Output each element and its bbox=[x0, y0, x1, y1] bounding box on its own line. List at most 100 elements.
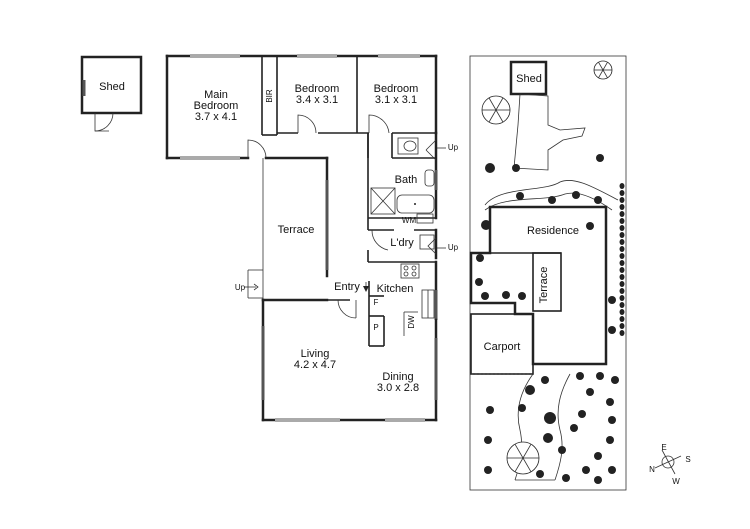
fence-shrub bbox=[619, 211, 625, 217]
garden-tree bbox=[608, 416, 616, 424]
carport-label: Carport bbox=[484, 341, 521, 353]
dining-label: Dining bbox=[382, 371, 413, 383]
fence-shrub bbox=[619, 183, 625, 189]
fence-shrub bbox=[619, 274, 625, 280]
bir-label: BIR bbox=[265, 89, 274, 103]
garden-tree bbox=[578, 410, 586, 418]
garden-tree bbox=[582, 466, 590, 474]
fence-shrub bbox=[619, 225, 625, 231]
garden-tree bbox=[548, 196, 556, 204]
garden-tree bbox=[476, 254, 484, 262]
up-label-1: Up bbox=[448, 143, 459, 152]
garden-tree bbox=[518, 292, 526, 300]
fence-shrub bbox=[619, 197, 625, 203]
fence-shrub bbox=[619, 316, 625, 322]
garden-tree bbox=[576, 372, 584, 380]
garden-tree bbox=[572, 191, 580, 199]
wm-label: WM bbox=[402, 216, 417, 225]
entry-label: Entry bbox=[334, 281, 360, 293]
room-labels: Main Bedroom 3.7 x 4.1 BIR Bedroom 3.4 x… bbox=[194, 83, 459, 394]
living-size: 4.2 x 4.7 bbox=[294, 359, 336, 371]
fridge-label: F bbox=[374, 298, 379, 307]
tree-branch bbox=[488, 109, 497, 123]
terrace-label: Terrace bbox=[278, 224, 315, 236]
fence-shrub bbox=[619, 190, 625, 196]
fence-shrub bbox=[619, 239, 625, 245]
garden-tree bbox=[481, 292, 489, 300]
fence-shrub bbox=[619, 330, 625, 336]
up-label-2: Up bbox=[448, 243, 459, 252]
tree-branch bbox=[495, 97, 504, 111]
garden-tree bbox=[606, 398, 614, 406]
site-shed-label: Shed bbox=[516, 73, 542, 85]
fence-shrub bbox=[619, 309, 625, 315]
main-bedroom-label: Main bbox=[204, 89, 228, 101]
shed-outbuilding: Shed bbox=[80, 55, 143, 132]
compass-s: S bbox=[685, 455, 690, 464]
compass: E S W N bbox=[649, 443, 691, 486]
garden-tree bbox=[586, 388, 594, 396]
garden-tree bbox=[536, 470, 544, 478]
fence-shrub bbox=[619, 218, 625, 224]
fence-shrub bbox=[619, 253, 625, 259]
residence-label: Residence bbox=[527, 225, 579, 237]
tree-branch bbox=[602, 62, 608, 71]
shed-label: Shed bbox=[99, 81, 125, 93]
garden-tree bbox=[570, 424, 578, 432]
fence-shrub bbox=[619, 204, 625, 210]
living-label: Living bbox=[301, 348, 330, 360]
fence-shrub bbox=[619, 302, 625, 308]
garden-tree bbox=[484, 466, 492, 474]
garden-tree bbox=[541, 376, 549, 384]
pantry-label: P bbox=[373, 323, 378, 332]
tree-branch bbox=[495, 109, 504, 123]
garden-tree bbox=[512, 164, 520, 172]
garden-tree bbox=[608, 326, 616, 334]
garden-tree bbox=[594, 476, 602, 484]
tree-branch bbox=[598, 69, 604, 78]
main-bedroom-size: 3.7 x 4.1 bbox=[195, 111, 237, 123]
garden-tree bbox=[594, 196, 602, 204]
garden-tree bbox=[486, 406, 494, 414]
garden-tree bbox=[594, 452, 602, 460]
dishwasher-label: DW bbox=[407, 315, 416, 329]
garden-tree bbox=[544, 412, 556, 424]
site-shed bbox=[509, 60, 548, 96]
garden-tree bbox=[516, 192, 524, 200]
fence-shrub bbox=[619, 281, 625, 287]
fence-shrub bbox=[619, 295, 625, 301]
tree-branch bbox=[522, 457, 532, 473]
tree-branch bbox=[514, 443, 524, 459]
garden-tree bbox=[525, 385, 535, 395]
fence-shrub bbox=[619, 232, 625, 238]
compass-w: W bbox=[672, 477, 680, 486]
main-bedroom-label-2: Bedroom bbox=[194, 100, 239, 112]
compass-n: N bbox=[649, 465, 655, 474]
compass-e: E bbox=[661, 443, 666, 452]
garden-tree bbox=[611, 376, 619, 384]
garden-tree bbox=[502, 291, 510, 299]
garden-tree bbox=[562, 474, 570, 482]
carport-outline bbox=[470, 313, 534, 375]
up-label-3: Up bbox=[235, 283, 246, 292]
garden-tree bbox=[586, 222, 594, 230]
garden-tree bbox=[596, 154, 604, 162]
site-plan: Shed Residence Terrace Carport bbox=[469, 55, 627, 491]
bedroom3-size: 3.1 x 3.1 bbox=[375, 94, 417, 106]
garden-tree bbox=[608, 296, 616, 304]
fence-shrub bbox=[619, 246, 625, 252]
garden-tree bbox=[518, 404, 526, 412]
garden-tree bbox=[608, 466, 616, 474]
house-walls bbox=[165, 54, 438, 422]
garden-tree bbox=[543, 433, 553, 443]
garden-tree bbox=[558, 446, 566, 454]
fence-shrub bbox=[619, 323, 625, 329]
garden-tree bbox=[484, 436, 492, 444]
kitchen-label: Kitchen bbox=[377, 283, 414, 295]
dining-size: 3.0 x 2.8 bbox=[377, 382, 419, 394]
garden-tree bbox=[606, 436, 614, 444]
bedroom2-label: Bedroom bbox=[295, 83, 340, 95]
laundry-label: L'dry bbox=[390, 237, 414, 249]
